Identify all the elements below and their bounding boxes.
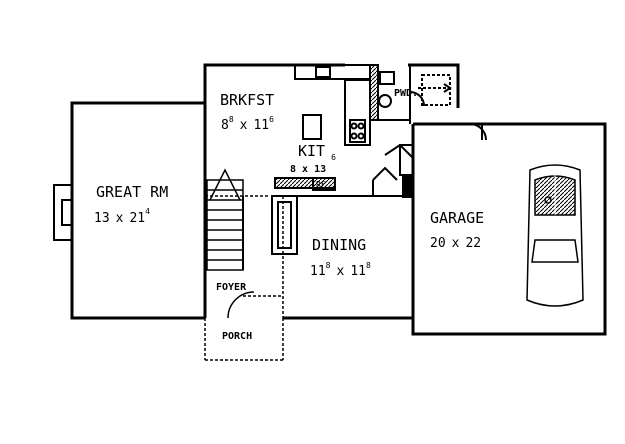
garage-label: GARAGE bbox=[430, 209, 484, 227]
refrigerator-icon bbox=[312, 177, 336, 191]
rear-wall-right bbox=[408, 63, 460, 108]
pwd-label: PWD. bbox=[394, 88, 418, 99]
front-door-icon bbox=[227, 291, 255, 319]
garage-walls bbox=[411, 122, 607, 336]
foyer-label: FOYER bbox=[216, 282, 247, 293]
powder-room bbox=[369, 64, 487, 141]
range-icon bbox=[349, 119, 366, 143]
car-icon bbox=[526, 164, 584, 307]
great-room-walls bbox=[70, 101, 205, 320]
refrigerator-label: RF bbox=[316, 180, 326, 189]
foyer-porch bbox=[204, 195, 284, 361]
toilet-icon bbox=[378, 94, 392, 108]
pantry-icon bbox=[271, 195, 298, 255]
brkfst-label: BRKFST bbox=[220, 91, 274, 109]
porch-label: PORCH bbox=[222, 331, 252, 342]
fireplace-icon bbox=[53, 184, 72, 241]
staircase-icon bbox=[206, 168, 244, 271]
dining-label: DINING bbox=[312, 236, 366, 254]
island-icon bbox=[302, 114, 322, 140]
hall-closets bbox=[372, 143, 414, 198]
great-rm-label: GREAT RM bbox=[96, 183, 168, 201]
sink-icon bbox=[315, 66, 331, 78]
